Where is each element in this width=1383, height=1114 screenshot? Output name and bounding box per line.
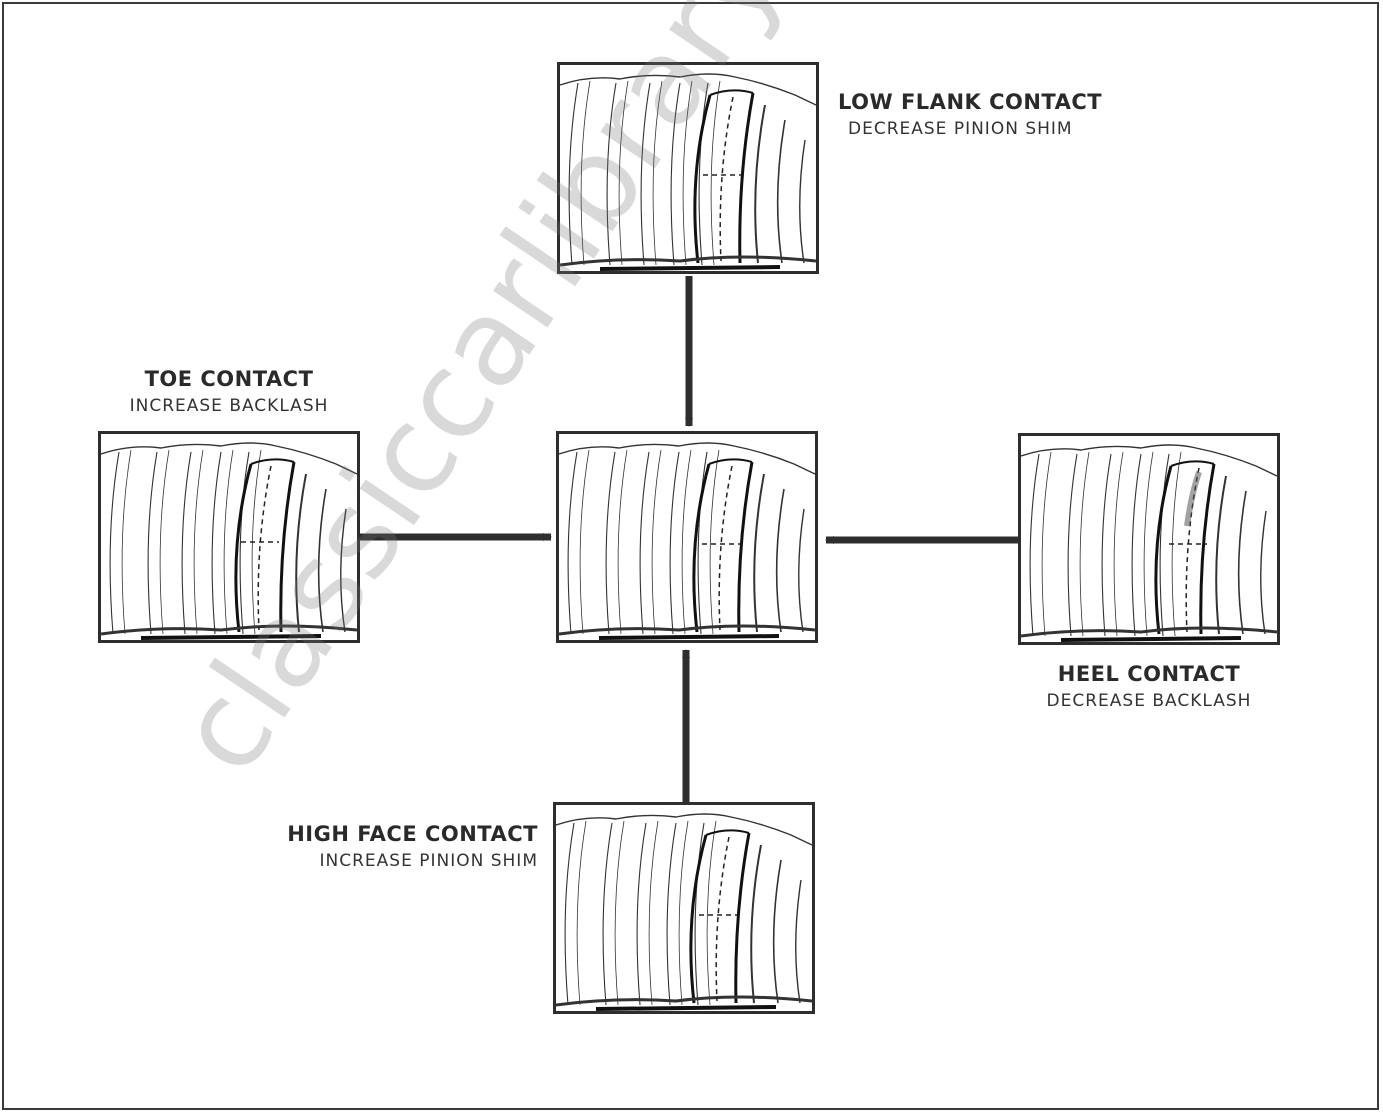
- panel-heel-contact: [1018, 433, 1280, 645]
- gear-teeth-illustration: [560, 65, 816, 271]
- panel-center-correct-contact: [556, 431, 818, 643]
- label-toe-contact: TOE CONTACT INCREASE BACKLASH: [98, 367, 360, 417]
- gear-teeth-illustration: [1021, 436, 1277, 642]
- label-subtitle: INCREASE PINION SHIM: [260, 851, 538, 871]
- gear-teeth-illustration: [559, 434, 815, 640]
- label-low-flank-contact: LOW FLANK CONTACT DECREASE PINION SHIM: [838, 90, 1102, 140]
- label-subtitle: DECREASE PINION SHIM: [848, 119, 1102, 139]
- label-title: LOW FLANK CONTACT: [838, 90, 1102, 115]
- label-subtitle: DECREASE BACKLASH: [1018, 691, 1280, 711]
- label-title: HEEL CONTACT: [1018, 662, 1280, 687]
- panel-toe-contact: [98, 431, 360, 643]
- label-title: TOE CONTACT: [98, 367, 360, 392]
- gear-teeth-illustration: [556, 805, 812, 1011]
- panel-high-face-contact: [553, 802, 815, 1014]
- label-title: HIGH FACE CONTACT: [260, 822, 538, 847]
- gear-teeth-illustration: [101, 434, 357, 640]
- label-subtitle: INCREASE BACKLASH: [98, 396, 360, 416]
- label-heel-contact: HEEL CONTACT DECREASE BACKLASH: [1018, 662, 1280, 712]
- label-high-face-contact: HIGH FACE CONTACT INCREASE PINION SHIM: [260, 822, 538, 872]
- panel-low-flank-contact: [557, 62, 819, 274]
